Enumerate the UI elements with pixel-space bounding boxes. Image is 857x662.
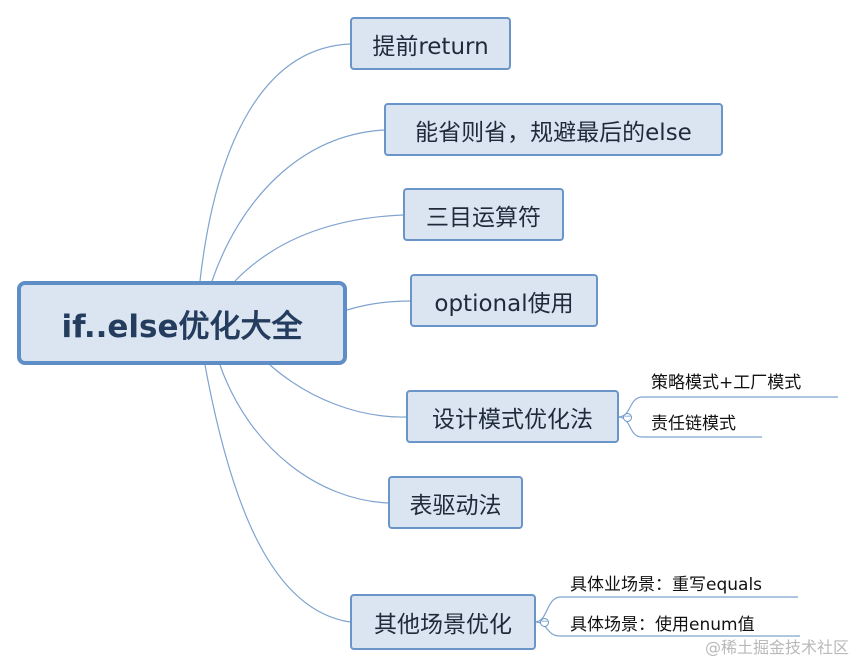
watermark: @稀土掘金技术社区 (704, 638, 849, 657)
leaf-strategy-factory[interactable]: 策略模式+工厂模式 (651, 373, 802, 393)
branch-table-driven[interactable]: 表驱动法 (388, 476, 523, 529)
branch-optional[interactable]: optional使用 (410, 274, 598, 327)
leaf-chain-of-responsibility[interactable]: 责任链模式 (651, 414, 736, 434)
branch-design-patterns[interactable]: 设计模式优化法 (406, 390, 619, 443)
collapse-toggle-icon[interactable]: − (623, 412, 632, 422)
collapse-toggle-icon[interactable]: − (540, 617, 549, 627)
branch-early-return[interactable]: 提前return (350, 17, 511, 70)
leaf-override-equals[interactable]: 具体业场景：重写equals (570, 575, 763, 595)
branch-other-scenarios[interactable]: 其他场景优化 (350, 594, 536, 650)
leaf-use-enum[interactable]: 具体场景：使用enum值 (570, 615, 755, 635)
branch-omit-else[interactable]: 能省则省，规避最后的else (384, 103, 723, 156)
branch-ternary[interactable]: 三目运算符 (403, 188, 564, 241)
root-topic[interactable]: if..else优化大全 (17, 281, 347, 365)
